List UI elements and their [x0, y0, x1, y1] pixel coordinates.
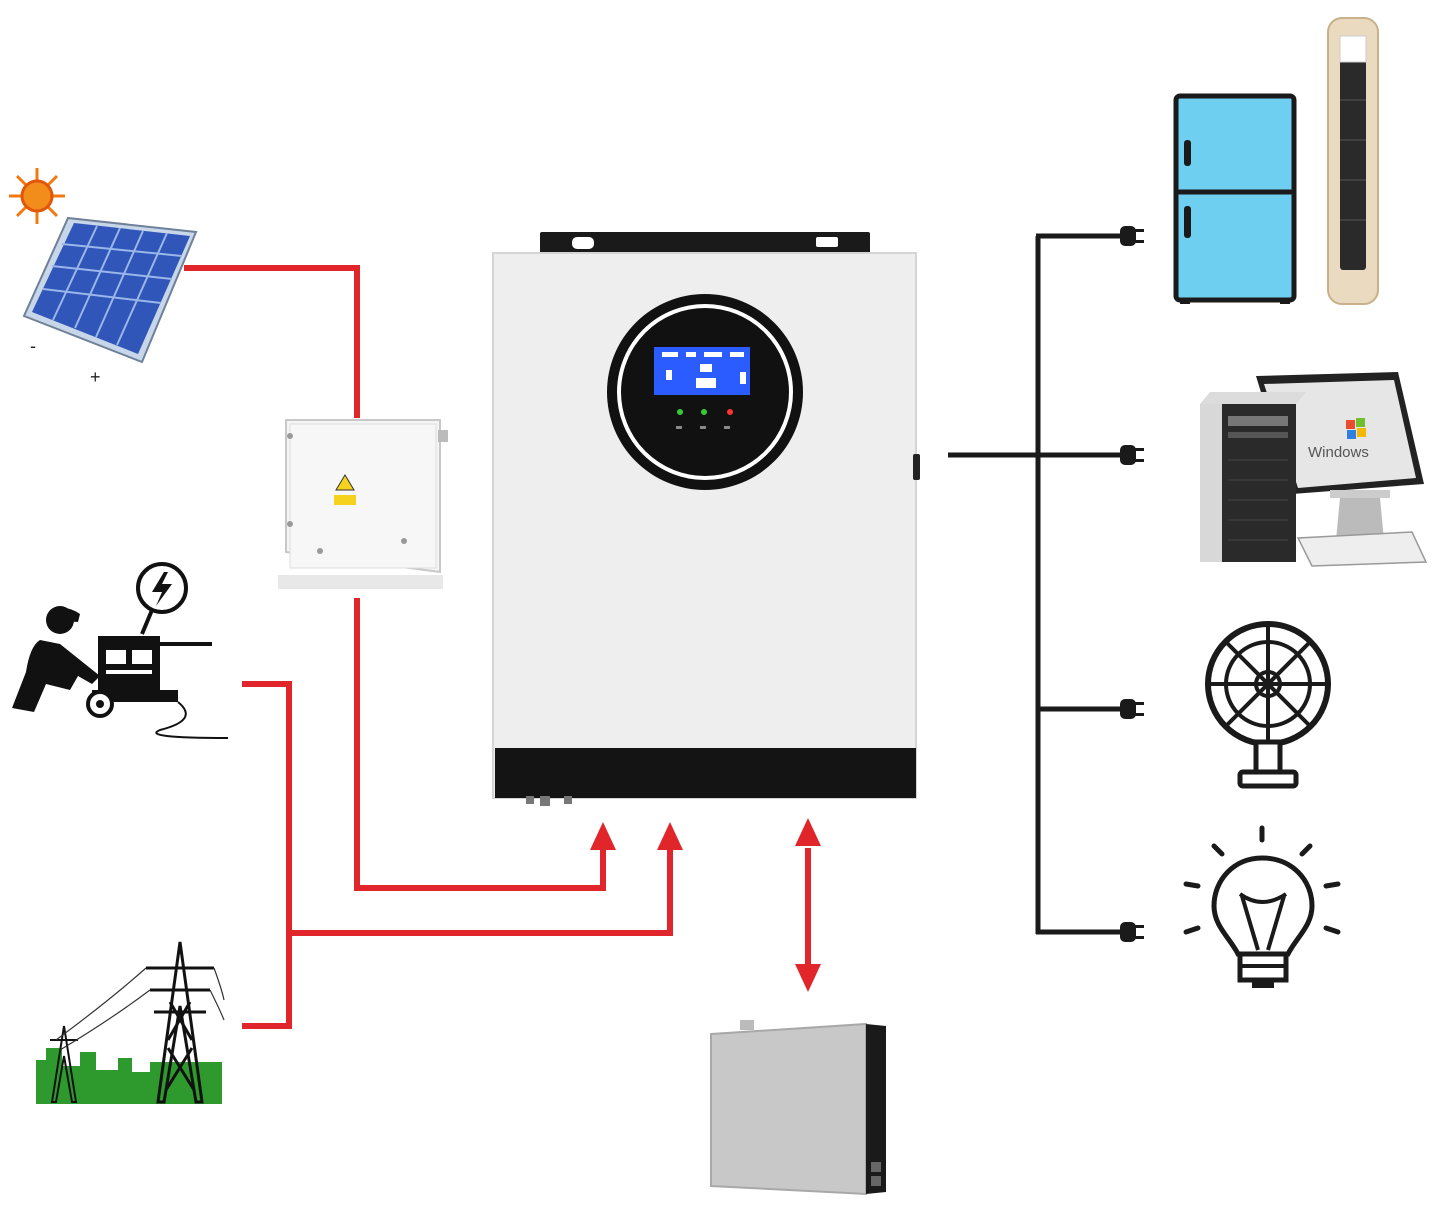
- plug-icon: [1120, 699, 1144, 719]
- fridge-icon: [1173, 93, 1297, 304]
- minus-terminal-label: -: [30, 336, 36, 356]
- status-led-icon: [677, 409, 683, 415]
- plug-icon: [1120, 445, 1144, 465]
- air-conditioner-icon: [1327, 17, 1379, 305]
- light-bulb-icon: [1183, 825, 1341, 988]
- plug-icon: [1120, 922, 1144, 942]
- status-led-icon: [727, 409, 733, 415]
- sun-icon: [9, 168, 65, 224]
- battery-icon: [710, 1020, 886, 1196]
- solar-panel-icon: - +: [22, 216, 198, 387]
- combiner-box-icon: [278, 419, 448, 589]
- display-panel: [607, 294, 803, 490]
- arrow-down-icon: [795, 964, 821, 992]
- input-wires: [184, 265, 821, 1029]
- status-led-icon: [701, 409, 707, 415]
- inverter-icon: [492, 232, 920, 806]
- arrow-up-icon: [590, 822, 616, 850]
- arrow-up-icon: [657, 822, 683, 850]
- arrow-up-icon: [795, 818, 821, 846]
- computer-icon: Windows: [1200, 372, 1428, 567]
- plug-icon: [1120, 226, 1144, 246]
- power-grid-icon: [36, 941, 225, 1104]
- fan-icon: [1205, 621, 1331, 789]
- output-wires: [948, 233, 1128, 935]
- windows-screen-label: Windows: [1308, 444, 1369, 461]
- plus-terminal-label: +: [90, 367, 101, 387]
- generator-icon: [12, 562, 229, 739]
